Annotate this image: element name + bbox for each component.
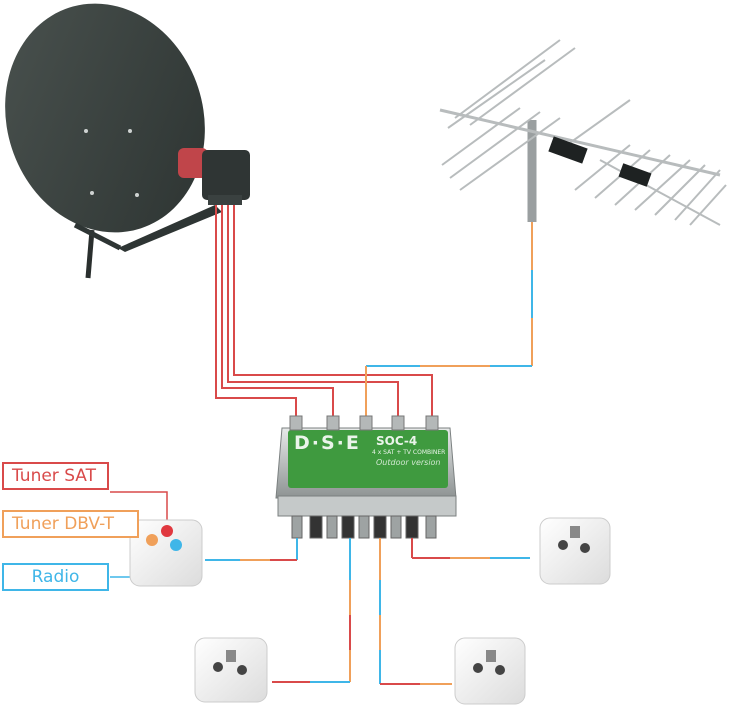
- terrestrial-cable: [365, 222, 533, 423]
- legend-tuner-sat-label: Tuner SAT: [12, 466, 97, 486]
- legend-tuner-sat: Tuner SAT: [2, 462, 109, 490]
- wall-socket-left: [129, 519, 203, 587]
- wall-socket-bottom-left: [194, 637, 268, 703]
- wall-socket-right: [539, 517, 611, 585]
- legend-tuner-dvbt-label: Tuner DBV-T: [12, 514, 115, 534]
- combiner-model: SOC-4: [376, 434, 418, 448]
- legend-radio-label: Radio: [31, 567, 80, 587]
- wall-socket-bottom-right: [454, 637, 526, 705]
- sat-port-icon: [161, 525, 173, 537]
- sat-cables: [215, 205, 433, 423]
- lnb-icon: [178, 148, 250, 205]
- combiner-subtitle: 4 x SAT + TV COMBINER: [372, 449, 446, 456]
- radio-port-icon: [170, 539, 182, 551]
- combiner-box: [275, 415, 457, 539]
- combiner-brand: D·S·E: [294, 432, 361, 454]
- satellite-dish-icon: [5, 3, 222, 279]
- legend-tuner-dvbt: Tuner DBV-T: [2, 510, 139, 538]
- output-cables: [205, 538, 530, 685]
- tv-port-icon: [146, 534, 158, 546]
- terrestrial-antenna-icon: [439, 39, 727, 226]
- legend-radio: Radio: [2, 563, 109, 591]
- combiner-version: Outdoor version: [376, 458, 441, 467]
